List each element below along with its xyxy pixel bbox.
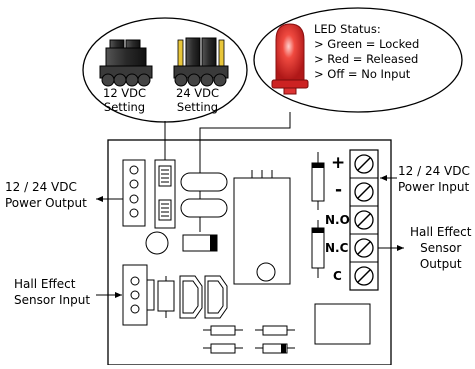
diode-component	[311, 152, 325, 210]
terminal-nc-label: N.C	[325, 241, 349, 255]
jumper-24vdc-label: 24 VDC Setting	[176, 86, 220, 114]
crystal-component	[180, 198, 228, 218]
relay-component	[233, 170, 291, 285]
resistor-component	[255, 325, 295, 336]
led-status-line: > Red = Released	[314, 52, 419, 66]
capacitor-component	[145, 231, 169, 255]
resistor-component	[157, 280, 175, 312]
terminal-screw-icon	[354, 154, 374, 174]
board-led	[182, 234, 218, 252]
led-status-title: LED Status:	[314, 22, 381, 36]
resistor-component	[203, 343, 243, 354]
led-status-line: > Green = Locked	[314, 37, 420, 51]
resistor-component	[203, 325, 243, 336]
jumper-12vdc-label: 12 VDC Setting	[103, 86, 147, 114]
led-red-icon	[271, 23, 309, 95]
hall-output-label: Hall Effect Sensor Output	[410, 225, 472, 271]
led-status-line: > Off = No Input	[314, 67, 411, 81]
power-output-terminal	[122, 159, 146, 227]
diode-component	[311, 220, 325, 278]
terminal-plus-label: +	[331, 153, 346, 173]
jumper-24vdc-icon	[173, 37, 229, 87]
hall-input-terminal	[122, 264, 155, 326]
module-component	[314, 303, 371, 345]
terminal-screw-icon	[354, 182, 374, 202]
terminal-screw-icon	[354, 266, 374, 286]
terminal-c-label: C	[333, 269, 342, 283]
power-input-label: 12 / 24 VDC Power Input	[398, 164, 470, 194]
regulator-component	[204, 275, 228, 319]
regulator-component	[179, 275, 203, 319]
terminal-screw-icon	[354, 238, 374, 258]
terminal-minus-label: -	[335, 180, 343, 200]
jumper-12vdc-icon	[99, 39, 153, 87]
jumper-header	[154, 159, 176, 229]
hall-input-label: Hall Effect Sensor Input	[14, 277, 91, 307]
terminal-screw-icon	[354, 210, 374, 230]
diode-component	[255, 343, 295, 354]
crystal-component	[180, 172, 228, 192]
power-output-label: 12 / 24 VDC Power Output	[5, 180, 87, 210]
terminal-no-label: N.O	[325, 213, 350, 227]
